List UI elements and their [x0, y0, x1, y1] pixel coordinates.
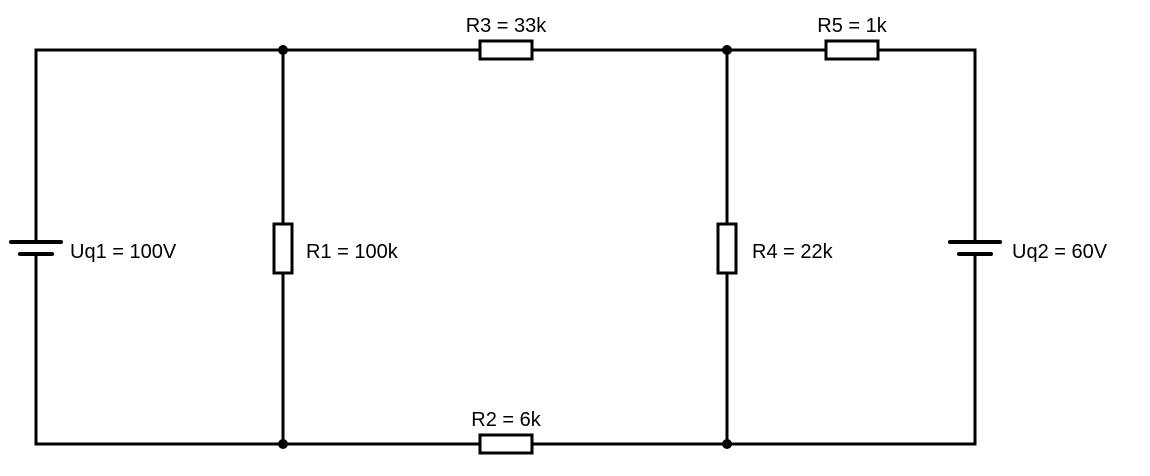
voltage-source-uq1	[9, 240, 63, 256]
node-bottom-left	[278, 439, 288, 449]
uq1-label: Uq1 = 100V	[70, 241, 177, 263]
node-top-left	[278, 45, 288, 55]
r3-label: R3 = 33k	[466, 15, 548, 37]
r1-label: R1 = 100k	[306, 241, 399, 263]
uq2-label: Uq2 = 60V	[1012, 241, 1108, 263]
r4-label: R4 = 22k	[752, 241, 834, 263]
junction-nodes	[278, 45, 732, 449]
resistor-r5	[824, 39, 880, 61]
node-top-right	[722, 45, 732, 55]
resistor-r4	[716, 222, 738, 275]
node-bottom-right	[722, 439, 732, 449]
resistor-r2	[478, 433, 534, 455]
r2-label: R2 = 6k	[471, 409, 541, 431]
voltage-source-uq2	[948, 240, 1002, 256]
resistor-r1	[272, 222, 294, 275]
r5-label: R5 = 1k	[817, 15, 887, 37]
resistor-r3	[478, 39, 534, 61]
wires	[34, 48, 977, 446]
